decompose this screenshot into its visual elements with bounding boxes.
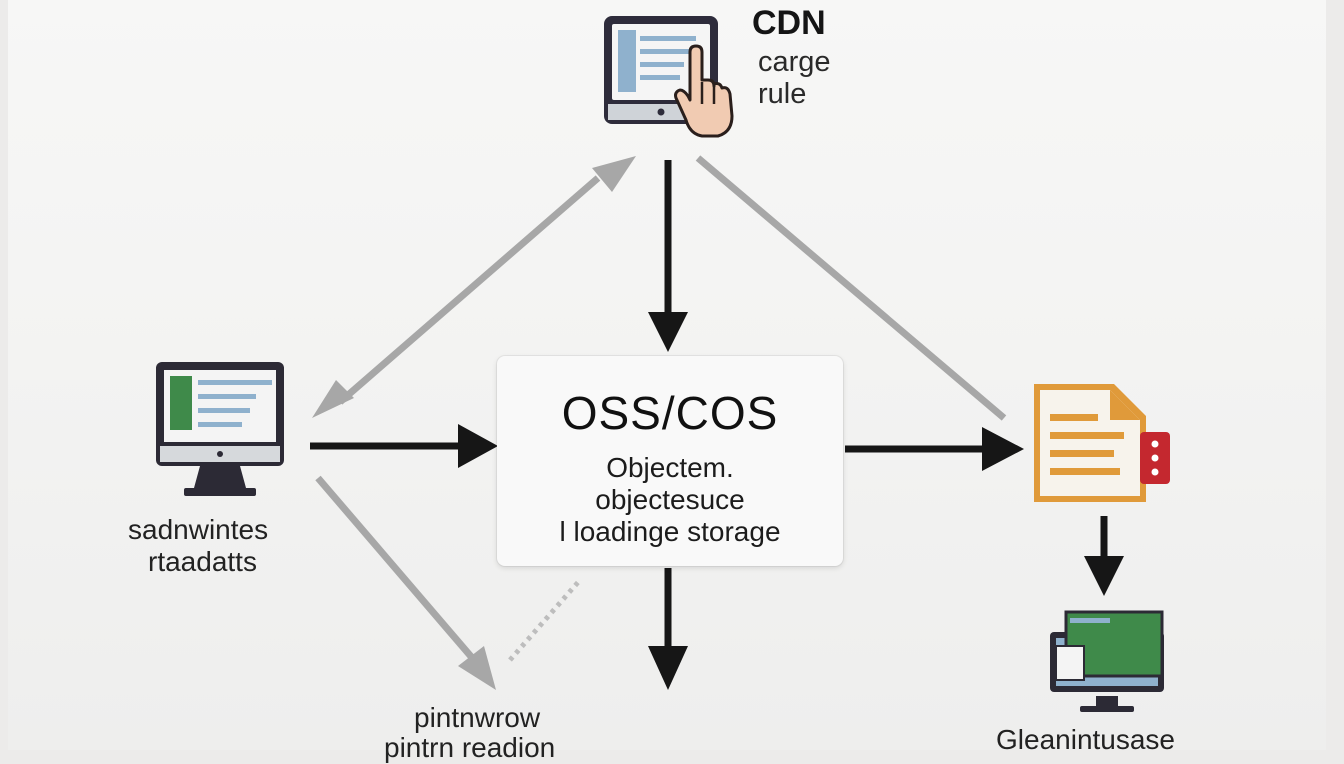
arrow-left-to-oss xyxy=(310,424,498,468)
arrow-cdn-to-doc xyxy=(695,155,1007,421)
oss-description-line2: objectesuce xyxy=(595,484,745,515)
arrow-oss-to-bottom xyxy=(648,568,688,690)
cdn-subtitle-line1: carge xyxy=(758,46,831,78)
oss-description-line1: Objectem. xyxy=(606,452,734,483)
left-node-label-line2: rtaadatts xyxy=(148,546,257,577)
arrow-left-to-bottom xyxy=(315,475,496,690)
right-node-label: Gleanintusase xyxy=(996,724,1176,755)
bottom-node-label-line2: pintrn readion xyxy=(384,732,556,763)
document-icon xyxy=(1034,384,1170,502)
oss-description-line3: l loadinge storage xyxy=(559,516,781,547)
desktop-monitor-icon xyxy=(156,362,284,496)
cdn-title: CDN xyxy=(752,4,826,42)
cdn-subtitle-line2: rule xyxy=(758,78,807,110)
monitor-windows-icon xyxy=(1050,610,1164,712)
arrow-oss-to-doc xyxy=(845,427,1024,471)
oss-storage-node: OSS/COS Objectem. objectesuce l loadinge… xyxy=(497,356,843,566)
bottom-node-label-line1: pintnwrow xyxy=(414,702,541,733)
dark-arrows xyxy=(310,160,1124,690)
arrow-doc-to-monitor xyxy=(1084,516,1124,596)
dashed-link xyxy=(508,578,582,662)
gray-arrows xyxy=(312,155,1007,690)
arrow-cdn-to-oss xyxy=(648,160,688,352)
oss-title: OSS/COS xyxy=(561,387,779,439)
tablet-touch-icon xyxy=(604,16,734,138)
left-node-label-line1: sadnwintes xyxy=(128,514,269,545)
arrow-left-to-cdn xyxy=(312,156,636,418)
